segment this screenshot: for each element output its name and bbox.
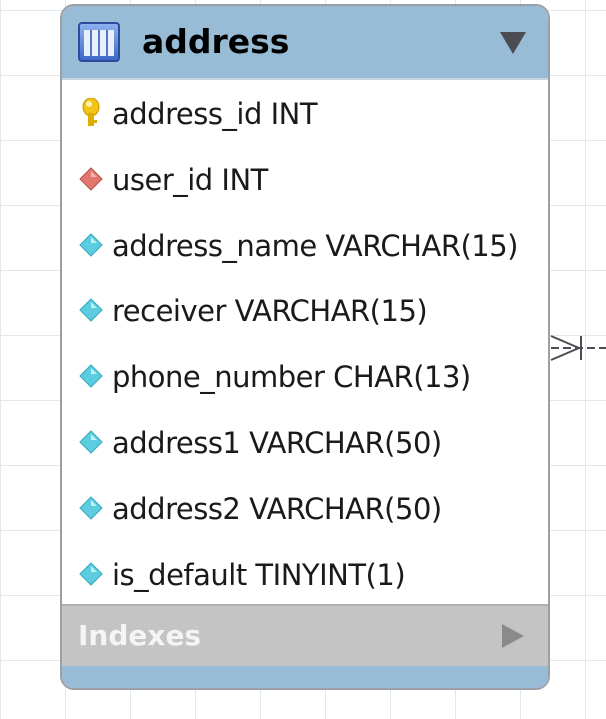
collapse-arrow-icon[interactable]: [500, 32, 526, 54]
column-label: address1 VARCHAR(50): [112, 425, 442, 460]
column-row[interactable]: phone_number CHAR(13): [62, 345, 548, 411]
column-icon: [79, 496, 103, 520]
table-name: address: [142, 22, 290, 61]
column-icon: [79, 232, 103, 257]
relationship-connector[interactable]: [549, 330, 606, 366]
indexes-label: Indexes: [78, 619, 202, 652]
column-label: address_id INT: [112, 97, 318, 131]
column-label: phone_number CHAR(13): [112, 360, 471, 395]
column-label: address_name VARCHAR(15): [112, 228, 519, 263]
foreign-key-icon: [79, 167, 103, 191]
table-icon: [78, 22, 120, 62]
column-row[interactable]: address_name VARCHAR(15): [62, 214, 548, 280]
column-list: address_id INT user_id INT address_name …: [62, 82, 548, 608]
column-label: receiver VARCHAR(15): [112, 294, 428, 329]
table-footer: [62, 666, 548, 688]
column-icon: [79, 561, 103, 586]
expand-arrow-icon[interactable]: [502, 624, 524, 648]
address-table-entity[interactable]: address address_id INT user_id INT: [60, 4, 550, 690]
column-row[interactable]: address2 VARCHAR(50): [62, 477, 548, 543]
column-label: user_id INT: [112, 162, 268, 197]
column-row[interactable]: address1 VARCHAR(50): [62, 411, 548, 477]
column-row[interactable]: is_default TINYINT(1): [62, 543, 548, 609]
column-row[interactable]: address_id INT: [62, 82, 548, 148]
column-row[interactable]: receiver VARCHAR(15): [62, 279, 548, 345]
column-icon: [79, 364, 103, 388]
column-icon: [79, 298, 103, 323]
column-icon: [79, 430, 103, 454]
primary-key-icon: [82, 98, 100, 126]
table-header[interactable]: address: [62, 6, 548, 80]
column-row[interactable]: user_id INT: [62, 148, 548, 214]
column-label: address2 VARCHAR(50): [112, 491, 442, 526]
column-label: is_default TINYINT(1): [112, 557, 406, 592]
indexes-section[interactable]: Indexes: [62, 604, 548, 666]
